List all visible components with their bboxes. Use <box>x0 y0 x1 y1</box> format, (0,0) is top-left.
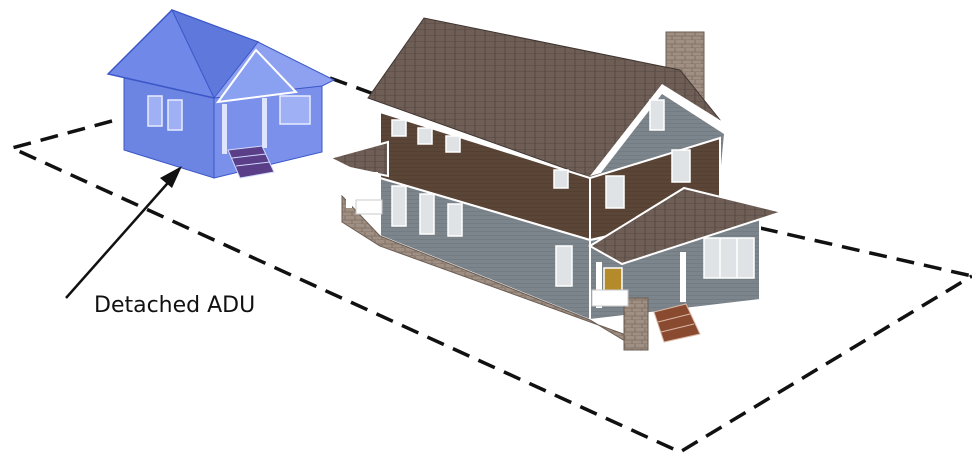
annotation-arrow <box>66 166 182 298</box>
arrow-up-right-icon <box>66 176 174 298</box>
main-house <box>330 18 782 350</box>
detached-adu-house <box>108 10 334 178</box>
adu-label: Detached ADU <box>94 293 255 318</box>
